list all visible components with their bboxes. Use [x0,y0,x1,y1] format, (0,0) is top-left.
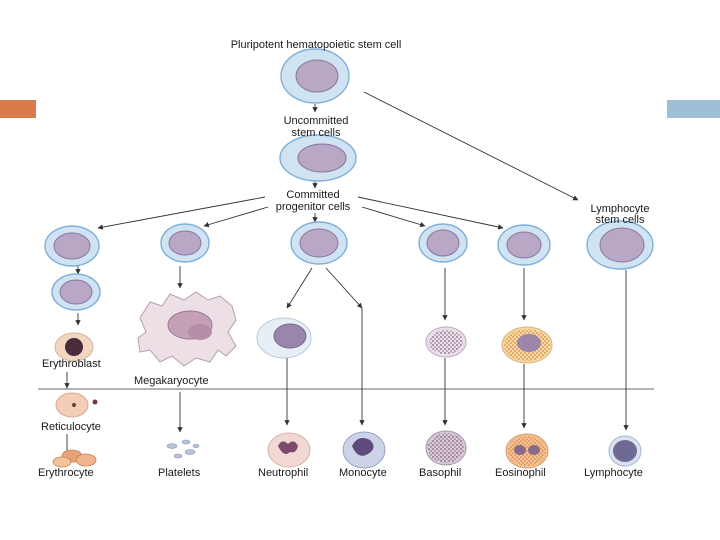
arrow-to-megakaryocyte-progenitor [203,206,269,228]
arrow-to-basophil-progenitor [361,206,426,228]
arrow-to-erythroid-progenitor [97,196,266,230]
labels: Pluripotent hematopoietic stem cell Unco… [38,39,649,479]
arrow-to-monocyte-branch [325,267,363,309]
label-erythrocyte: Erythrocyte [38,467,94,479]
arrow-to-eosinophil-progenitor [357,196,504,230]
erythrocyte-cell [52,449,97,468]
erythroid-intermediate-cell [51,273,101,311]
pluripotent-stem-cell [280,48,350,104]
eosinophil-progenitor-cell [497,224,551,266]
label-uncommitted-line1: Uncommitted [284,115,349,127]
megakaryocyte-progenitor-cell [160,223,210,263]
erythroid-progenitor-cell [44,225,100,267]
left-accent-bar [0,100,36,118]
label-eosinophil: Eosinophil [495,467,546,479]
label-neutrophil: Neutrophil [258,467,308,479]
reticulocyte-cell [55,392,98,418]
eosinophil-precursor-cell [501,326,553,364]
neutrophil-precursor-cell [256,317,312,359]
label-committed-line1: Committed [286,189,339,201]
right-accent-bar [667,100,720,118]
basophil-progenitor-cell [418,223,468,263]
label-megakaryocyte: Megakaryocyte [134,375,209,387]
label-lymphocyte-stem-line1: Lymphocyte [591,203,650,215]
arrows [64,91,629,457]
label-monocyte: Monocyte [339,467,387,479]
label-basophil: Basophil [419,467,461,479]
label-reticulocyte: Reticulocyte [41,421,101,433]
neutrophil-cell [267,432,311,468]
megakaryocyte-cell [137,291,237,367]
label-lymphocyte: Lymphocyte [584,467,643,479]
eosinophil-cell [505,433,549,469]
uncommitted-stem-cell [279,134,357,182]
platelets-cells [166,439,200,459]
granulocyte-monocyte-progenitor-cell [290,221,348,265]
erythroblast-cell [54,332,94,362]
basophil-cell [425,430,467,466]
lymphocyte-cell [608,435,642,467]
arrow-to-neutrophil-precursor [286,267,313,309]
monocyte-cell [342,431,386,469]
label-lymphocyte-stem-line2: stem cells [596,214,645,226]
label-uncommitted-line2: stem cells [292,127,341,139]
arrow-to-lymphocyte-stem [363,91,579,201]
label-erythroblast: Erythroblast [42,358,101,370]
label-pluripotent: Pluripotent hematopoietic stem cell [231,39,402,51]
lymphocyte-stem-cell [586,220,654,270]
label-platelets: Platelets [158,467,201,479]
label-committed-line2: progenitor cells [276,201,351,213]
basophil-precursor-cell [425,326,467,358]
